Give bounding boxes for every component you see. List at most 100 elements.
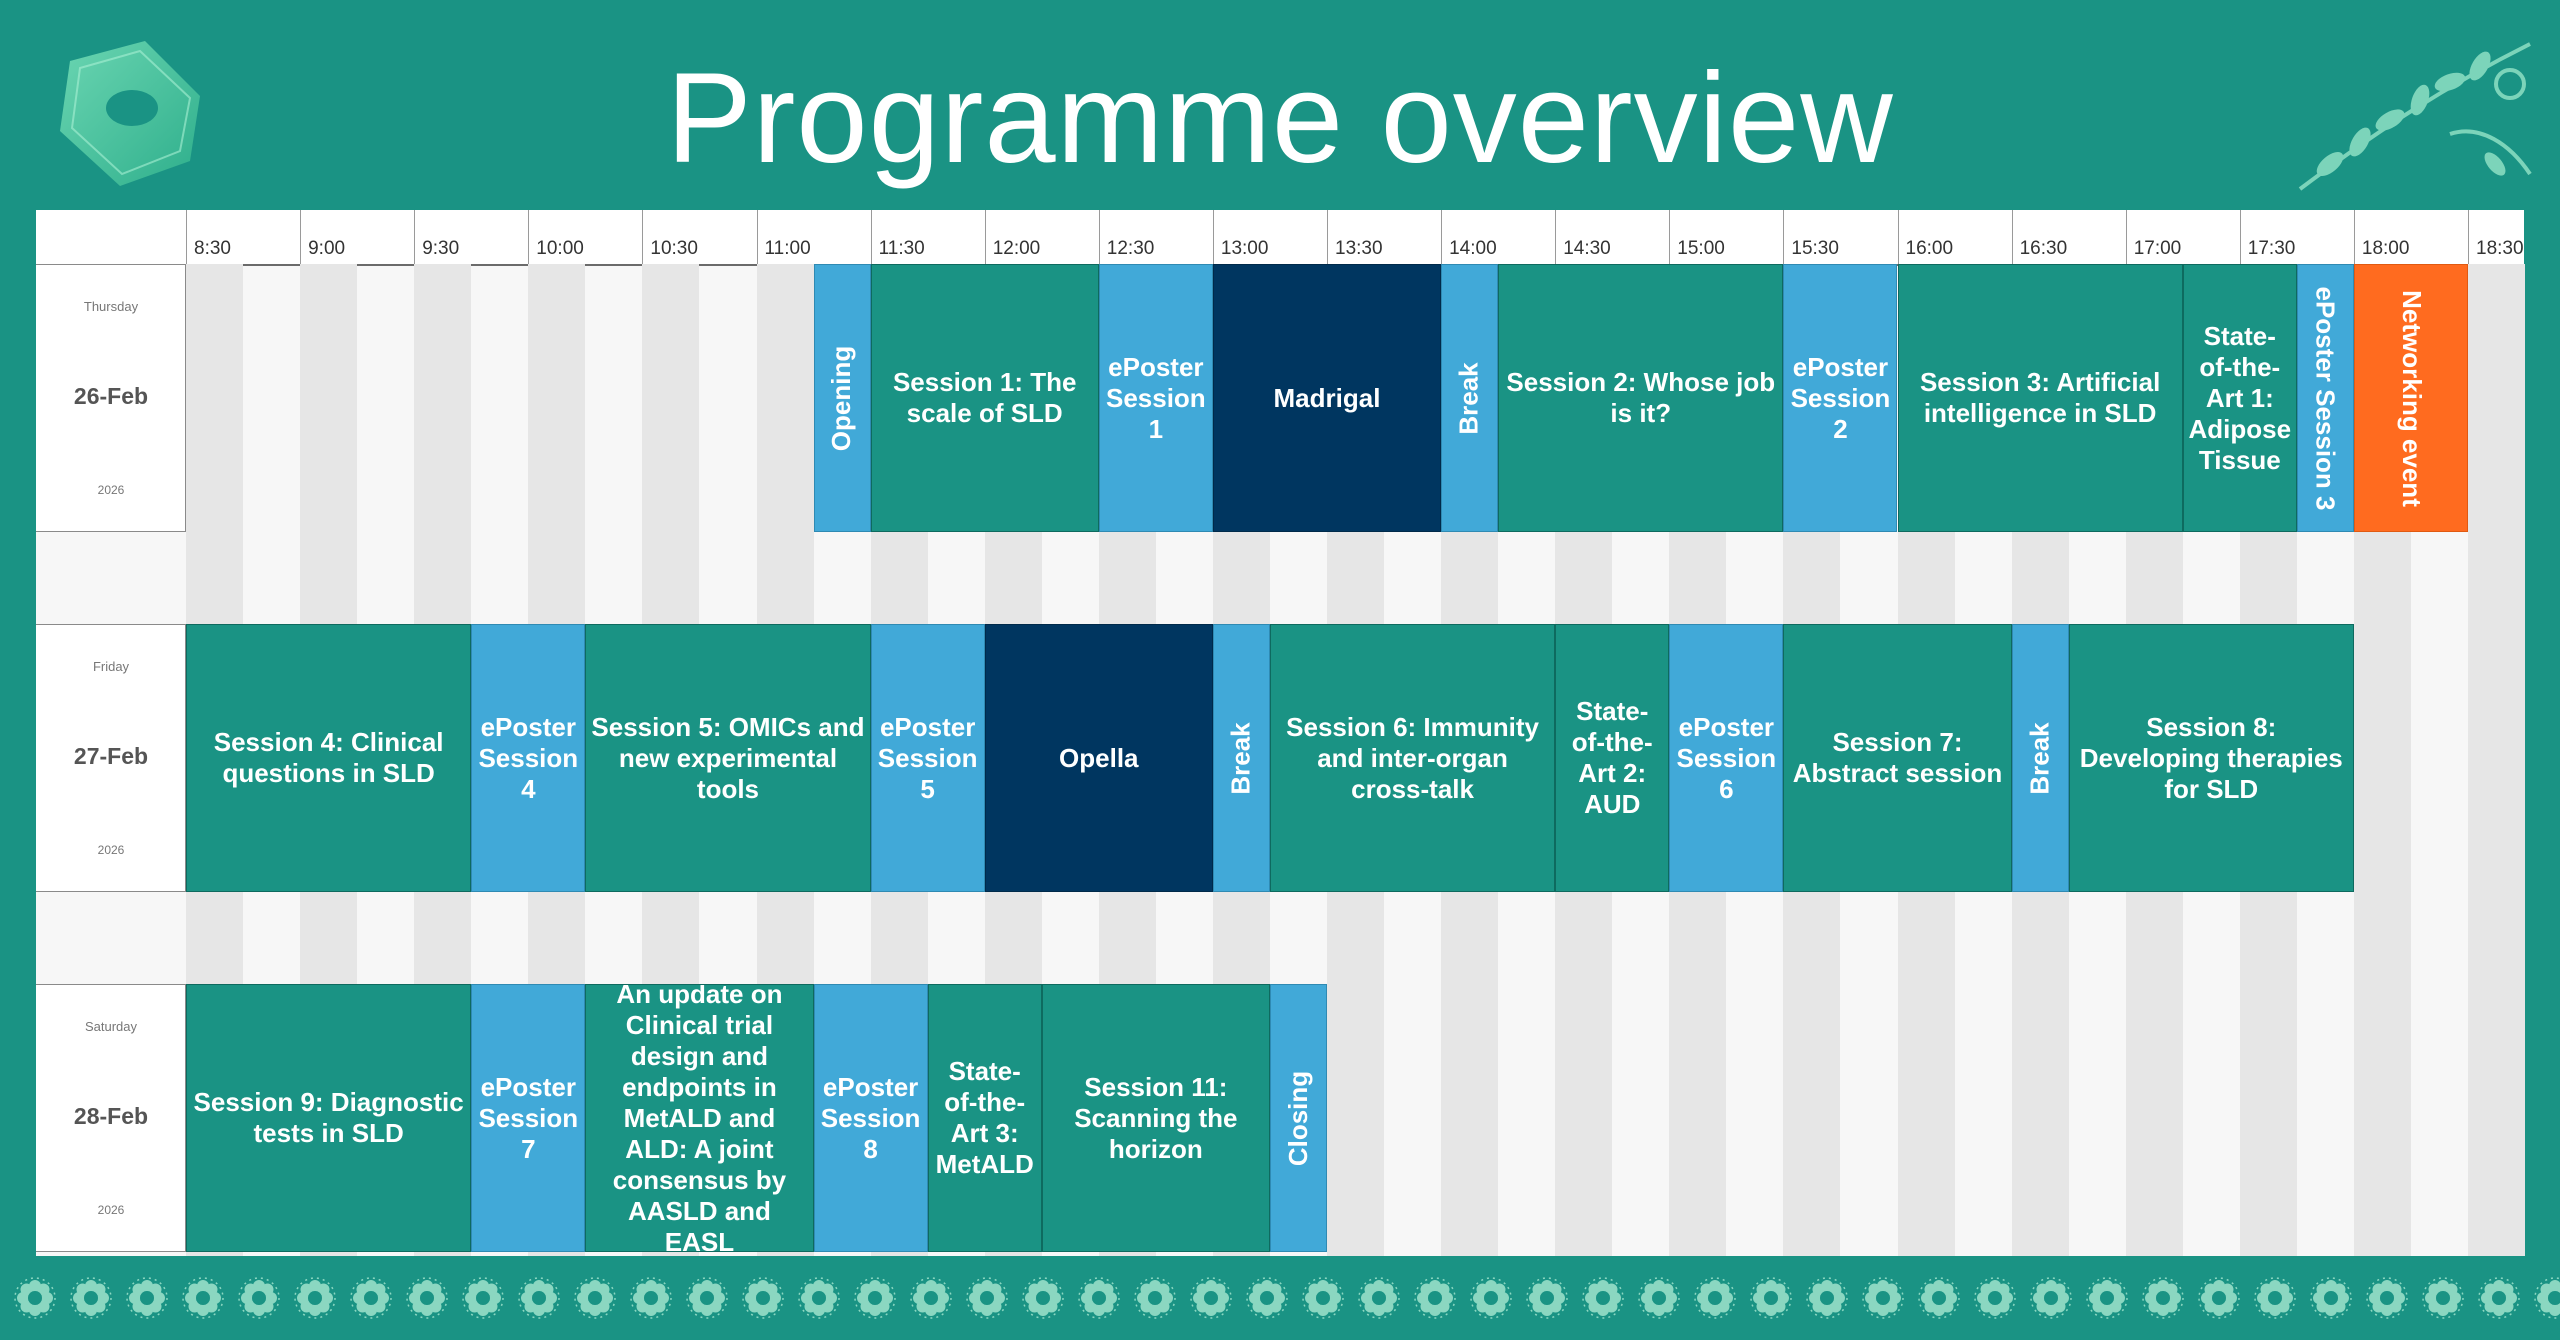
session-block[interactable]: ePoster Session 8 — [813, 984, 928, 1252]
time-gridline — [300, 210, 302, 264]
time-label: 9:30 — [422, 238, 460, 259]
session-label: ePoster Session 5 — [877, 711, 978, 804]
time-label: 8:30 — [194, 238, 231, 259]
time-label: 12:00 — [992, 238, 1041, 259]
time-label: 10:00 — [536, 238, 584, 259]
session-block[interactable]: Break — [1441, 264, 1499, 532]
session-label: Opella — [1059, 742, 1139, 773]
session-block[interactable]: Session 7: Abstract session — [1783, 624, 2012, 892]
session-label: Session 9: Diagnostic tests in SLD — [193, 1087, 464, 1148]
session-label: Session 4: Clinical questions in SLD — [213, 727, 444, 788]
day-label-27-feb: Friday 27-Feb 2026 — [36, 624, 186, 892]
session-label: Break — [2024, 721, 2055, 795]
session-label: Break — [1454, 361, 1485, 435]
day-year: 2026 — [97, 483, 125, 497]
time-gridline — [756, 210, 758, 264]
session-label: Session 7: Abstract session — [1792, 727, 2003, 788]
time-label: 16:00 — [1905, 238, 1954, 259]
time-label: 13:30 — [1335, 238, 1383, 259]
session-block[interactable]: Break — [2011, 624, 2069, 892]
time-gridline — [1098, 210, 1100, 264]
time-gridline — [642, 210, 644, 264]
session-block[interactable]: State-of-the-Art 1: Adipose Tissue — [2182, 264, 2297, 532]
session-label: ePoster Session 2 — [1790, 351, 1891, 444]
session-block[interactable]: ePoster Session 1 — [1098, 264, 1213, 532]
page-title: Programme overview — [666, 47, 1894, 190]
session-block[interactable]: ePoster Session 2 — [1783, 264, 1898, 532]
time-label: 15:30 — [1791, 238, 1839, 259]
session-block[interactable]: Break — [1212, 624, 1270, 892]
time-gridline — [186, 210, 187, 264]
session-block[interactable]: Opening — [813, 264, 871, 532]
session-block[interactable]: Session 3: Artificial intelligence in SL… — [1897, 264, 2183, 532]
time-gridline — [1783, 210, 1785, 264]
session-block[interactable]: ePoster Session 7 — [471, 984, 586, 1252]
session-label: Session 1: The scale of SLD — [892, 367, 1077, 428]
time-label: 12:30 — [1106, 238, 1155, 259]
time-gridline — [2353, 210, 2355, 264]
day-date: 26-Feb — [73, 383, 149, 409]
day-year: 2026 — [97, 1203, 125, 1217]
session-block[interactable]: ePoster Session 3 — [2296, 264, 2354, 532]
session-label: ePoster Session 8 — [820, 1071, 921, 1164]
time-gridline — [1212, 210, 1214, 264]
day-date: 27-Feb — [73, 743, 149, 769]
session-label: Madrigal — [1273, 382, 1381, 413]
time-label: 18:30 — [2476, 238, 2524, 259]
session-label: ePoster Session 6 — [1676, 711, 1777, 804]
time-label: 11:00 — [764, 238, 811, 259]
time-label: 10:30 — [650, 238, 698, 259]
session-block[interactable]: State-of-the-Art 3: MetALD — [927, 984, 1042, 1252]
session-label: ePoster Session 1 — [1105, 351, 1206, 444]
day-weekday: Friday — [92, 659, 130, 674]
time-gridline — [2125, 210, 2127, 264]
session-block[interactable]: Session 4: Clinical questions in SLD — [186, 624, 472, 892]
session-block[interactable]: Session 11: Scanning the horizon — [1041, 984, 1270, 1252]
session-label: Session 11: Scanning the horizon — [1074, 1071, 1238, 1164]
session-label: Session 5: OMICs and new experimental to… — [591, 711, 865, 804]
session-block[interactable]: Session 9: Diagnostic tests in SLD — [186, 984, 472, 1252]
day-label-26-feb: Thursday 26-Feb 2026 — [36, 264, 186, 532]
day-year: 2026 — [97, 843, 125, 857]
session-block[interactable]: ePoster Session 4 — [471, 624, 586, 892]
session-block[interactable]: Session 8: Developing therapies for SLD — [2068, 624, 2354, 892]
session-block[interactable]: ePoster Session 5 — [870, 624, 985, 892]
time-gridline — [1669, 210, 1671, 264]
time-gridline — [1327, 210, 1328, 264]
session-block[interactable]: ePoster Session 6 — [1669, 624, 1784, 892]
time-gridline — [2239, 210, 2241, 264]
time-header — [36, 210, 2524, 266]
time-label: 14:30 — [1563, 238, 1611, 259]
session-block[interactable]: Opella — [984, 624, 1213, 892]
session-block[interactable]: Madrigal — [1212, 264, 1442, 532]
session-block[interactable]: An update on Clinical trial design and e… — [585, 984, 814, 1252]
session-block[interactable]: Session 5: OMICs and new experimental to… — [585, 624, 871, 892]
time-gridline — [528, 210, 530, 264]
day-date: 28-Feb — [73, 1103, 149, 1129]
session-block[interactable]: Session 2: Whose job is it? — [1498, 264, 1784, 532]
time-label: 16:30 — [2019, 238, 2068, 259]
session-label: ePoster Session 4 — [478, 711, 579, 804]
session-label: Opening — [826, 345, 857, 451]
session-label: Break — [1225, 721, 1256, 795]
session-block[interactable]: Session 6: Immunity and inter-organ cros… — [1269, 624, 1556, 892]
session-label: State-of-the-Art 3: MetALD — [935, 1056, 1034, 1179]
time-gridline — [870, 210, 872, 264]
session-label: Session 3: Artificial intelligence in SL… — [1919, 367, 2161, 428]
session-label: Session 8: Developing therapies for SLD — [2079, 711, 2343, 804]
session-label: State-of-the-Art 2: AUD — [1571, 696, 1653, 819]
session-label: ePoster Session 7 — [478, 1071, 579, 1164]
time-gridline — [2011, 210, 2013, 264]
time-gridline — [1441, 210, 1443, 264]
session-block[interactable]: Closing — [1269, 984, 1327, 1252]
time-label: 11:30 — [878, 238, 925, 259]
session-block[interactable]: Networking event — [2353, 264, 2468, 532]
flower-border-icon — [14, 1277, 2560, 1319]
time-gridline — [2468, 210, 2469, 264]
leaf-vine-icon — [2298, 42, 2532, 191]
day-weekday: Thursday — [83, 299, 139, 314]
time-label: 17:30 — [2247, 238, 2296, 259]
session-block[interactable]: Session 1: The scale of SLD — [870, 264, 1099, 532]
session-block[interactable]: State-of-the-Art 2: AUD — [1555, 624, 1670, 892]
